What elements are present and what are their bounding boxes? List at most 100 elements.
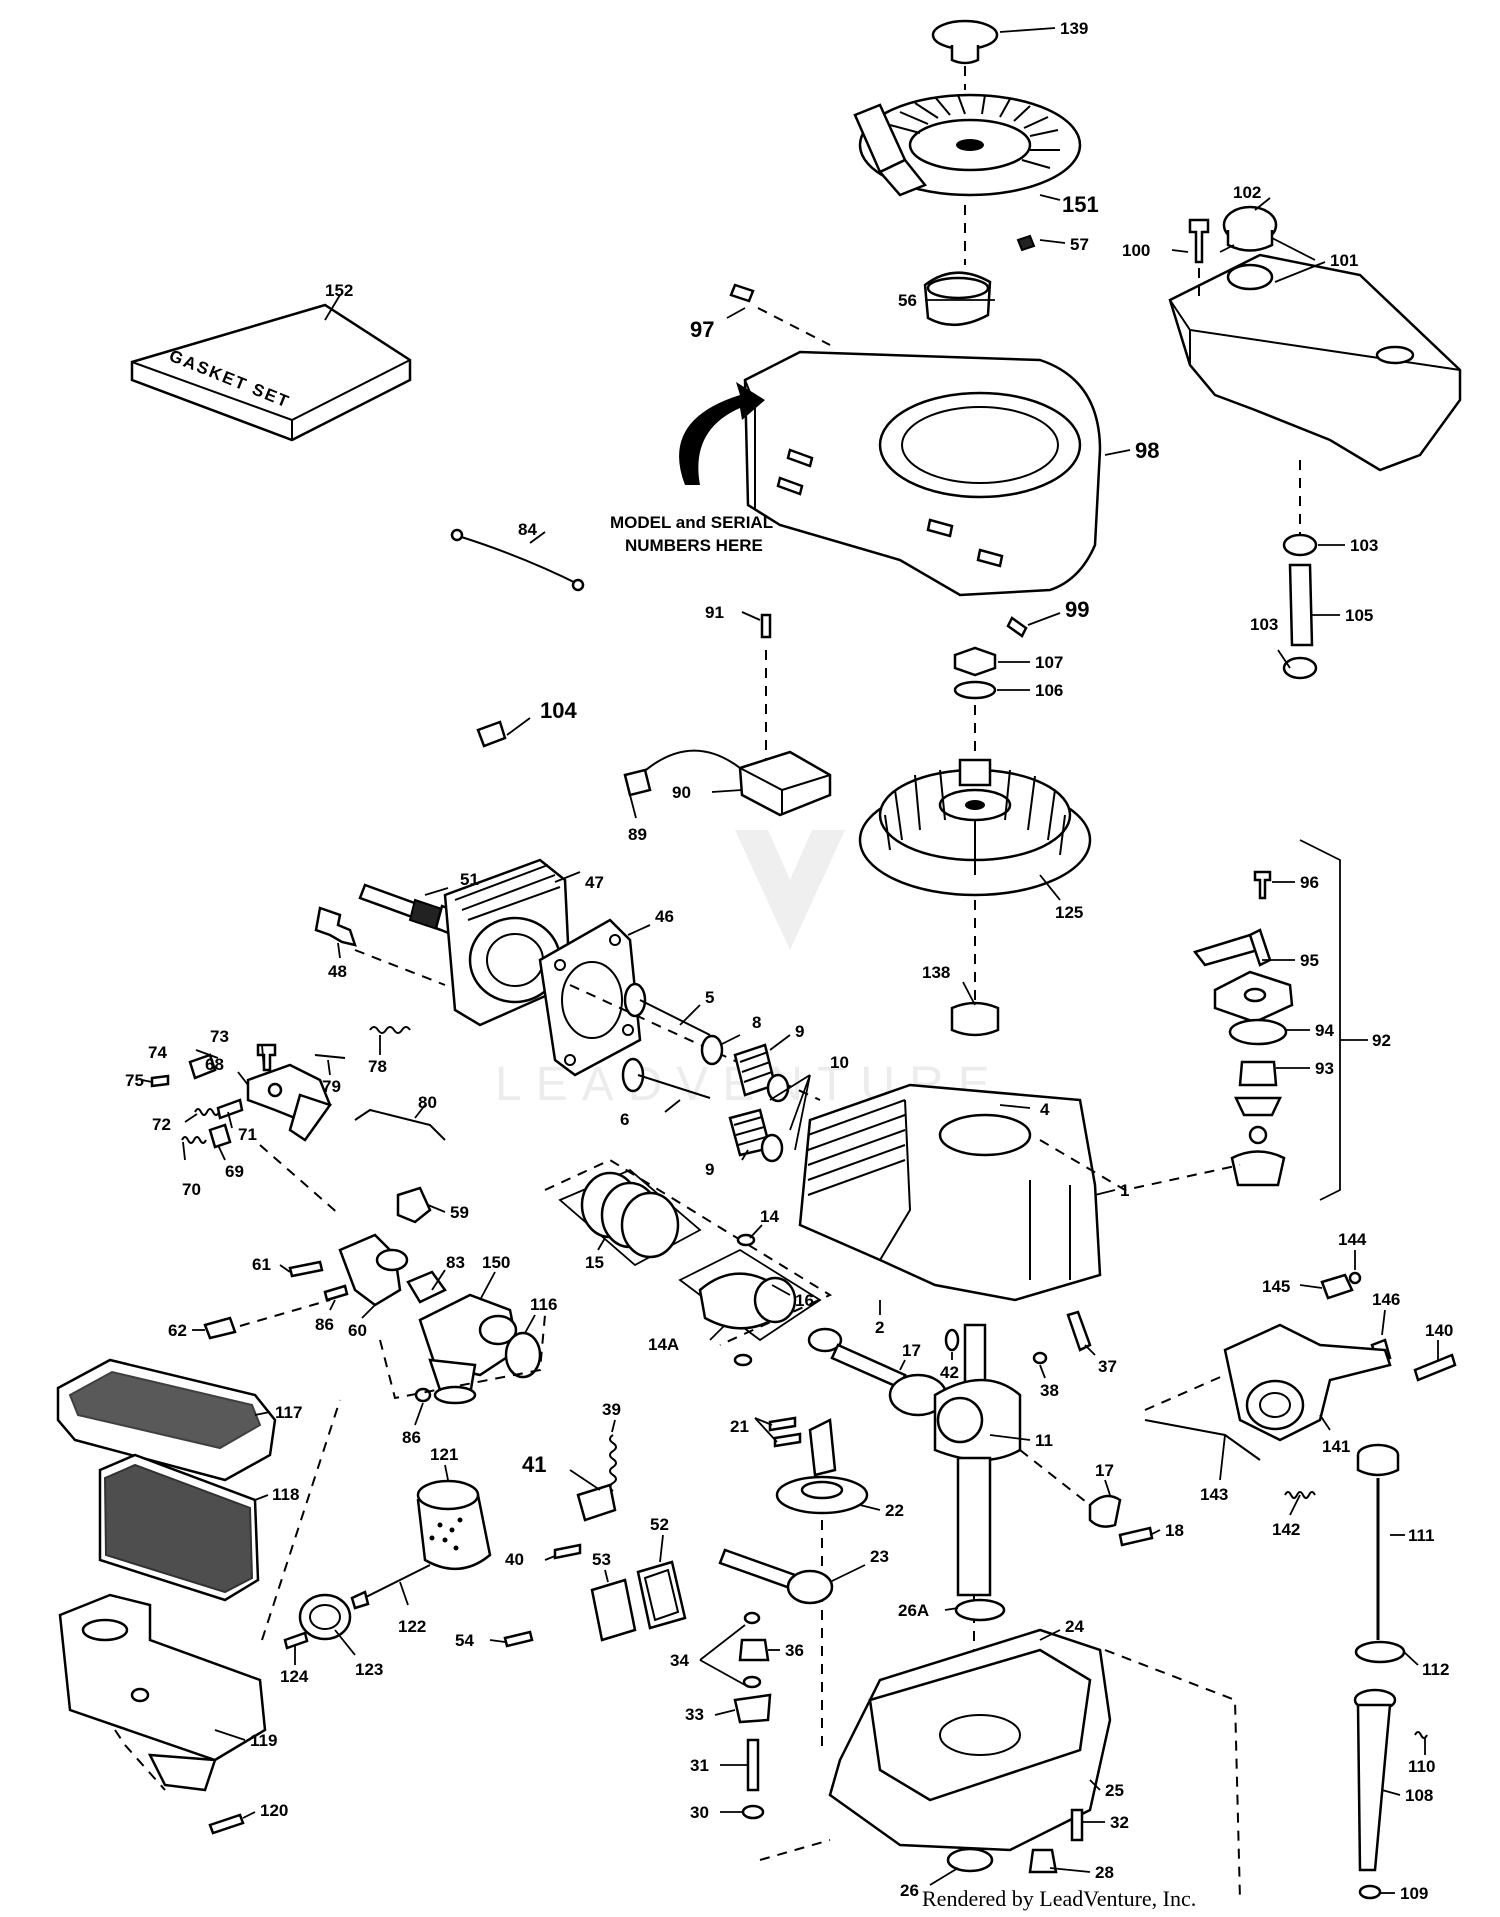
- link-80: [354, 1108, 446, 1141]
- flywheel: [858, 758, 1092, 897]
- label-4: 4: [1040, 1100, 1050, 1119]
- label-41: 41: [522, 1452, 546, 1477]
- label-59: 59: [450, 1203, 469, 1222]
- spring-79: [314, 1054, 346, 1059]
- clamp-103: [1282, 533, 1318, 557]
- cylinder-head: [443, 858, 572, 1027]
- label-105: 105: [1345, 606, 1373, 625]
- dipstick-111: [1356, 1443, 1400, 1640]
- label-37: 37: [1098, 1357, 1117, 1376]
- label-119: 119: [250, 1731, 277, 1750]
- label-26A: 26A: [898, 1601, 929, 1620]
- screw-75: [150, 1074, 170, 1088]
- label-109: 109: [1400, 1884, 1428, 1903]
- label-86: 86: [315, 1315, 334, 1334]
- label-100: 100: [1122, 241, 1150, 260]
- screw-32: [1070, 1808, 1084, 1842]
- link-143: [1144, 1419, 1261, 1461]
- deflector-123: [298, 1593, 352, 1641]
- label-18: 18: [1165, 1521, 1184, 1540]
- control-bracket: [246, 1063, 333, 1142]
- label-70: 70: [182, 1180, 201, 1199]
- oil-seal-138: [950, 1001, 1000, 1037]
- screw-18: [1118, 1526, 1154, 1547]
- label-92: 92: [1372, 1031, 1391, 1050]
- label-71: 71: [238, 1125, 257, 1144]
- clamp-103: [1282, 656, 1318, 680]
- part-74: [188, 1053, 217, 1080]
- clip-104: [476, 720, 507, 748]
- label-14A: 14A: [648, 1335, 679, 1354]
- part-144: [1348, 1271, 1362, 1285]
- fuel-tank: [1168, 253, 1462, 472]
- valve-spring-9: [733, 1043, 790, 1103]
- starter-pulley-center: [956, 139, 984, 151]
- label-68: 68: [205, 1055, 224, 1074]
- starter-cap-stem: [950, 45, 980, 65]
- screw-124: [283, 1631, 309, 1650]
- label-32: 32: [1110, 1813, 1129, 1832]
- label-14: 14: [760, 1207, 779, 1226]
- label-10: 10: [830, 1053, 849, 1072]
- spring-142: [1284, 1491, 1316, 1499]
- screw-120: [208, 1813, 245, 1835]
- label-152: 152: [325, 281, 353, 300]
- label-116: 116: [530, 1295, 557, 1314]
- label-69: 69: [225, 1162, 244, 1181]
- part-69: [208, 1123, 232, 1149]
- label-17b: 17: [1095, 1461, 1114, 1480]
- piston-rings-15: [580, 1171, 680, 1259]
- screw-99: [1006, 616, 1028, 638]
- label-99: 99: [1065, 597, 1089, 622]
- connecting-rod: [807, 1327, 948, 1417]
- starter-handle-grip: [877, 158, 928, 197]
- model-serial-note-line2: NUMBERS HERE: [625, 536, 763, 555]
- axis-line: [1019, 1449, 1091, 1506]
- screw-96: [1253, 870, 1272, 900]
- label-46: 46: [655, 907, 674, 926]
- axis-line: [239, 1299, 331, 1327]
- label-8: 8: [752, 1013, 761, 1032]
- label-91: 91: [705, 603, 724, 622]
- label-142: 142: [1272, 1520, 1300, 1539]
- label-106: 106: [1035, 681, 1063, 700]
- model-serial-note-line1: MODEL and SERIAL: [610, 513, 773, 532]
- label-104: 104: [540, 698, 577, 723]
- part-34b: [742, 1675, 762, 1689]
- label-150: 150: [482, 1253, 510, 1272]
- label-96: 96: [1300, 873, 1319, 892]
- muffler-121: [416, 1479, 492, 1571]
- gasket-83: [406, 1270, 447, 1304]
- cam-gear: [775, 1418, 869, 1515]
- label-24: 24: [1065, 1617, 1084, 1636]
- label-103b: 103: [1250, 615, 1278, 634]
- recoil-starter-group: [853, 19, 1082, 197]
- label-53: 53: [592, 1550, 611, 1569]
- label-15: 15: [585, 1253, 604, 1272]
- part-41: [576, 1483, 617, 1522]
- label-52: 52: [650, 1515, 669, 1534]
- label-138: 138: [922, 963, 950, 982]
- label-95: 95: [1300, 951, 1319, 970]
- label-125: 125: [1055, 903, 1083, 922]
- label-112: 112: [1422, 1660, 1449, 1679]
- valve-6: [621, 1057, 711, 1099]
- spring-70: [181, 1136, 207, 1144]
- label-78: 78: [368, 1057, 387, 1076]
- axis-line: [757, 307, 831, 346]
- axis-line: [114, 1729, 166, 1791]
- label-61: 61: [252, 1255, 271, 1274]
- part-33: [733, 1693, 772, 1724]
- seal-26A: [954, 1598, 1006, 1622]
- gasket-52: [636, 1560, 687, 1630]
- part-38: [1032, 1351, 1048, 1365]
- label-23: 23: [870, 1547, 889, 1566]
- label-123: 123: [355, 1660, 383, 1679]
- label-21: 21: [730, 1417, 749, 1436]
- label-122: 122: [398, 1617, 426, 1636]
- label-102: 102: [1233, 183, 1261, 202]
- label-5: 5: [705, 988, 714, 1007]
- watermark-logo-icon: [735, 830, 845, 950]
- washer-30: [741, 1804, 765, 1820]
